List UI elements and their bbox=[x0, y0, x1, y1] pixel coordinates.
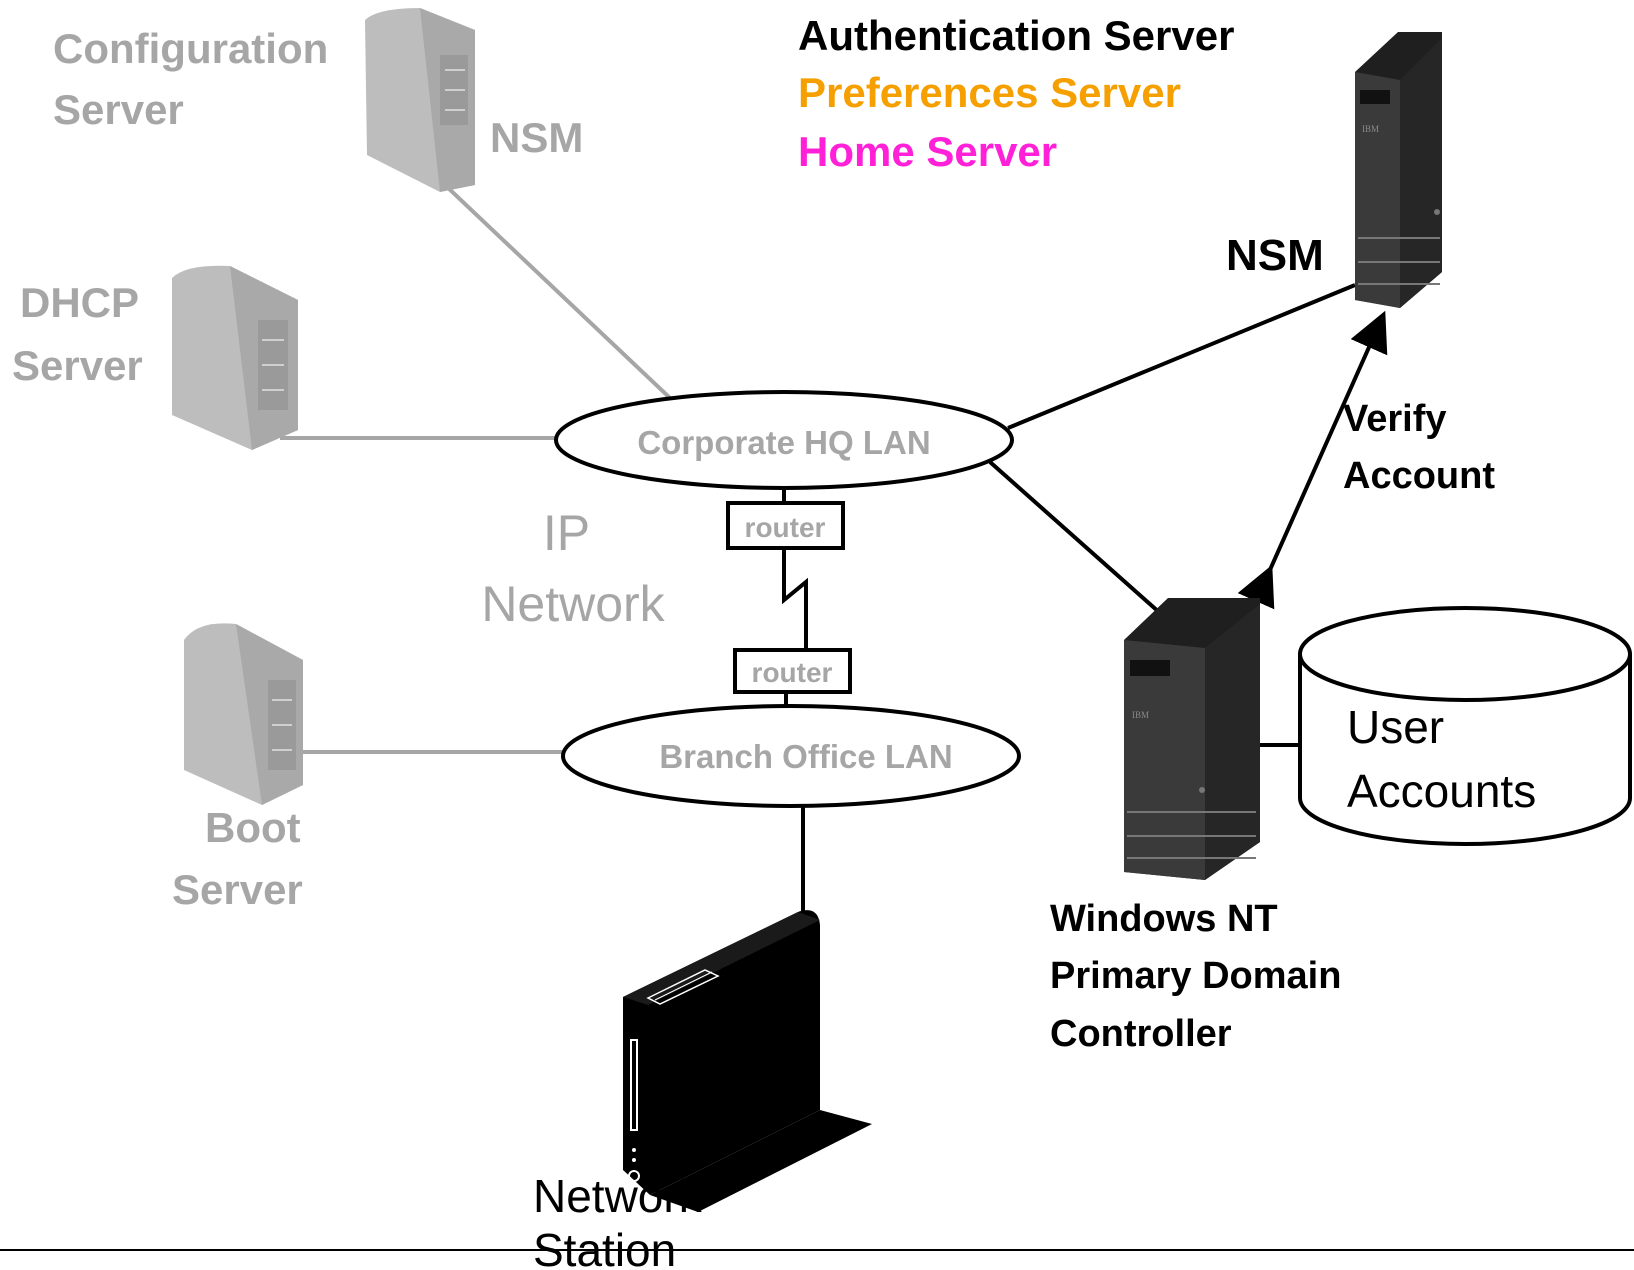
home-server-label: Home Server bbox=[798, 128, 1057, 175]
verify-account-label: Verify Account bbox=[1343, 398, 1495, 497]
nsm-faded-label: NSM bbox=[490, 114, 583, 161]
network-station-icon bbox=[623, 910, 872, 1212]
connections bbox=[280, 183, 1388, 915]
branch-lan-ellipse bbox=[561, 704, 1021, 808]
user-accounts-label: User Accounts bbox=[1347, 701, 1536, 817]
serial-link-zigzag bbox=[782, 548, 808, 650]
network-station-label: Network Station bbox=[533, 1170, 715, 1270]
nsm-server-icon: IBM bbox=[1355, 32, 1442, 308]
pdc-server-icon: IBM bbox=[1124, 598, 1260, 880]
dhcp-server-label: DHCP Server bbox=[12, 279, 150, 389]
svg-text:IBM: IBM bbox=[1132, 710, 1149, 720]
preferences-server-label: Preferences Server bbox=[798, 69, 1181, 116]
link-corporate-to-pdc bbox=[988, 460, 1162, 615]
router-top-label: router bbox=[745, 512, 826, 543]
database-cylinder-icon bbox=[1298, 606, 1632, 846]
router-bottom-label: router bbox=[752, 657, 833, 688]
dhcp-server-icon bbox=[172, 265, 298, 450]
router-top-box bbox=[726, 501, 845, 550]
boot-server-label: Boot Server bbox=[172, 804, 312, 913]
verify-account-arrow bbox=[1237, 310, 1388, 610]
link-corporate-to-nsm bbox=[1007, 283, 1356, 430]
config-server-label: Configuration Server bbox=[53, 25, 340, 133]
svg-text:IBM: IBM bbox=[1362, 124, 1379, 134]
config-server-icon bbox=[365, 8, 475, 192]
pdc-label: Windows NT Primary Domain Controller bbox=[1050, 898, 1352, 1055]
ip-network-label: IP Network bbox=[481, 505, 665, 632]
router-bottom-box bbox=[733, 648, 852, 694]
corporate-lan-ellipse bbox=[554, 390, 1014, 490]
nsm-label: NSM bbox=[1226, 231, 1324, 280]
authentication-server-label: Authentication Server bbox=[798, 12, 1234, 59]
boot-server-icon bbox=[184, 623, 303, 805]
corporate-lan-label: Corporate HQ LAN bbox=[637, 424, 930, 461]
branch-lan-label: Branch Office LAN bbox=[659, 738, 952, 775]
link-config-to-corporate bbox=[443, 183, 672, 400]
